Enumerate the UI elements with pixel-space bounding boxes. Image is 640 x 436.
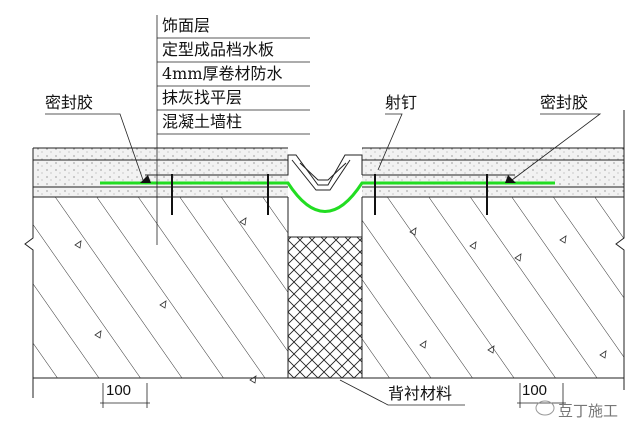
leader-lines [45, 15, 602, 406]
label-membrane: 4mm厚卷材防水 [162, 64, 283, 83]
label-nail: 射钉 [385, 93, 418, 112]
label-concrete: 混凝土墙柱 [162, 112, 243, 131]
watermark: 豆丁施工 [558, 402, 619, 420]
label-sealant-left: 密封胶 [45, 93, 94, 112]
label-finish-layer: 饰面层 [162, 16, 211, 35]
label-sealant-right: 密封胶 [540, 93, 589, 112]
waterstop-profile [160, 154, 363, 191]
label-backing: 背衬材料 [388, 384, 453, 403]
waterproof-membrane [100, 181, 555, 213]
nails [171, 174, 488, 215]
label-leveling-layer: 抹灰找平层 [162, 88, 243, 107]
dimension-left: 100 [106, 382, 132, 399]
dimension-right: 100 [522, 382, 548, 399]
dimensions [100, 383, 566, 408]
wechat-icon [535, 400, 555, 416]
backing-material [287, 197, 363, 379]
label-waterstop-board: 定型成品档水板 [162, 40, 275, 59]
concrete-wall [24, 110, 625, 398]
sealant-beads [140, 175, 516, 183]
